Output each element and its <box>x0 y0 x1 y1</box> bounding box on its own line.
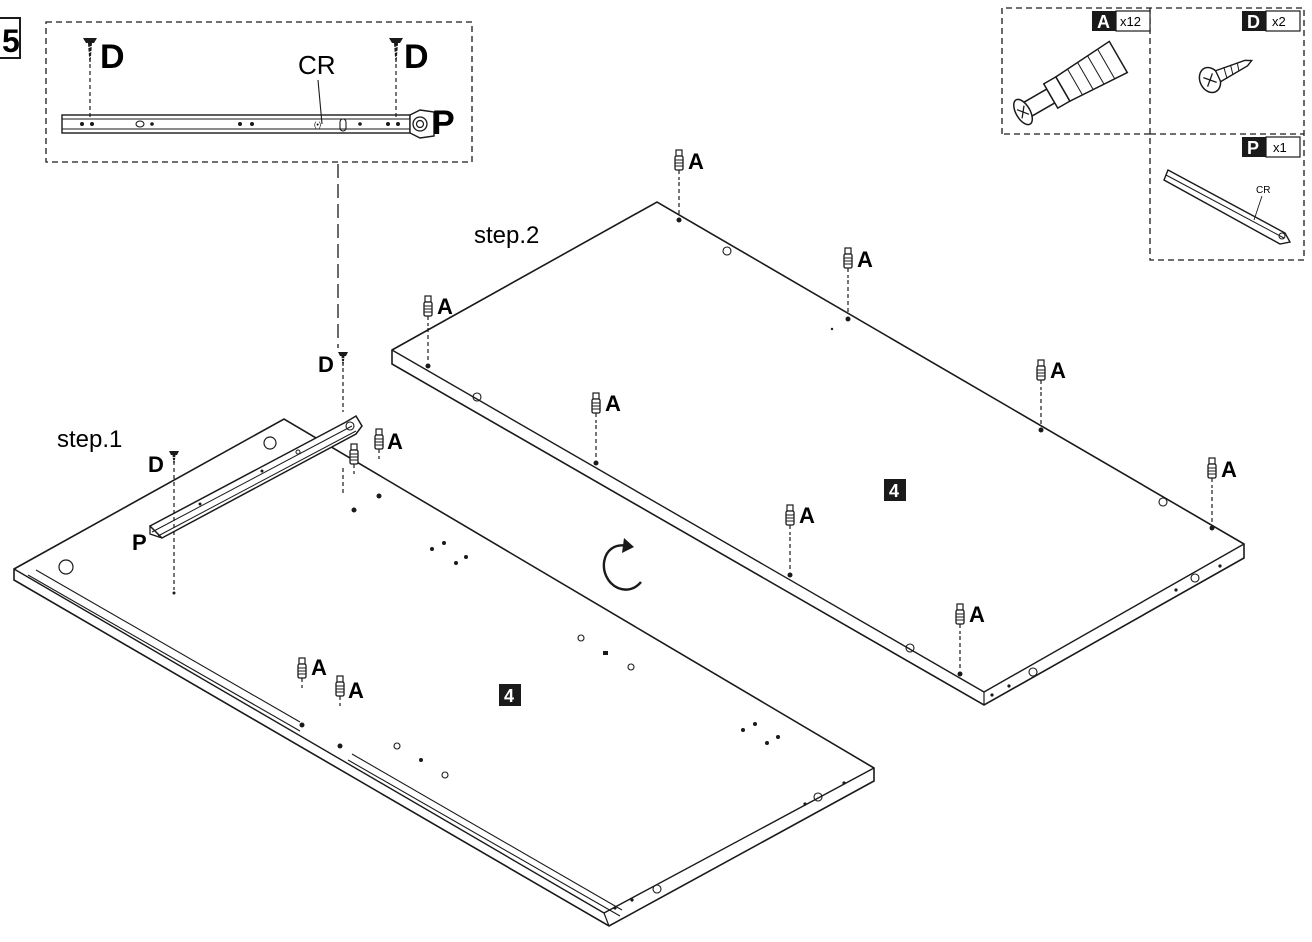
cam-bolt-icon <box>674 149 684 181</box>
detail-screw-label-left: D <box>100 38 125 76</box>
part-p-inner-label: CR <box>1256 185 1270 196</box>
part-p: P x1 CR <box>1163 136 1301 245</box>
step-1-label: step.1 <box>57 426 122 453</box>
screw-icon <box>83 38 97 62</box>
panel-badge-step-2: 4 <box>884 479 906 501</box>
svg-text:4: 4 <box>889 481 899 501</box>
part-d-letter: D <box>1247 12 1260 32</box>
svg-text:4: 4 <box>504 686 514 706</box>
callout-a: A <box>1050 358 1066 383</box>
cam-bolt-icon <box>1013 40 1129 126</box>
step-number-box: 5 <box>0 17 21 59</box>
part-p-letter: P <box>1247 138 1259 158</box>
callout-a: A <box>799 503 815 528</box>
part-p-qty: x1 <box>1273 140 1287 155</box>
callout-p: P <box>132 530 147 555</box>
detail-connector-label: CR <box>298 50 336 80</box>
parts-legend: A x12 D x2 <box>1001 7 1305 261</box>
screw-icon <box>337 351 349 367</box>
rail-detail <box>61 114 411 134</box>
callout-a: A <box>857 247 873 272</box>
detail-rail-label: P <box>432 104 455 142</box>
callout-a: A <box>1221 457 1237 482</box>
callout-d: D <box>318 352 334 377</box>
callout-a: A <box>437 294 453 319</box>
cam-bolt-icon <box>1207 457 1217 489</box>
step-number: 5 <box>2 23 20 59</box>
callout-a: A <box>387 429 403 454</box>
panel-step-2 <box>391 149 1245 706</box>
callout-a: A <box>605 391 621 416</box>
callout-a: A <box>311 655 327 680</box>
screw-icon <box>389 38 403 62</box>
drawer-rail-mounted <box>148 414 363 539</box>
step-2-label: step.2 <box>474 222 539 249</box>
svg-text:(•): (•) <box>314 122 321 129</box>
drawer-rail-icon <box>1163 169 1292 245</box>
cam-bolt-icon <box>374 428 384 460</box>
part-a: A x12 <box>1013 10 1151 126</box>
screw-icon <box>1198 59 1254 94</box>
cam-bolt-icon <box>1036 359 1046 391</box>
callout-a: A <box>348 678 364 703</box>
screw-icon <box>168 450 180 466</box>
part-a-qty: x12 <box>1120 14 1141 29</box>
callout-a: A <box>688 149 704 174</box>
callout-a: A <box>969 602 985 627</box>
rotate-arrow-icon <box>602 538 642 591</box>
part-d: D x2 <box>1198 10 1301 94</box>
part-a-letter: A <box>1097 12 1110 32</box>
panel-badge-step-1: 4 <box>499 684 521 706</box>
part-d-qty: x2 <box>1272 14 1286 29</box>
cam-bolt-icon <box>423 295 433 327</box>
callout-d: D <box>148 452 164 477</box>
detail-screw-label-right: D <box>404 38 429 76</box>
rail-detail-inset: (•) D D CR P <box>45 21 473 163</box>
panel-step-1 <box>13 351 875 927</box>
cam-bolt-icon <box>843 247 853 279</box>
